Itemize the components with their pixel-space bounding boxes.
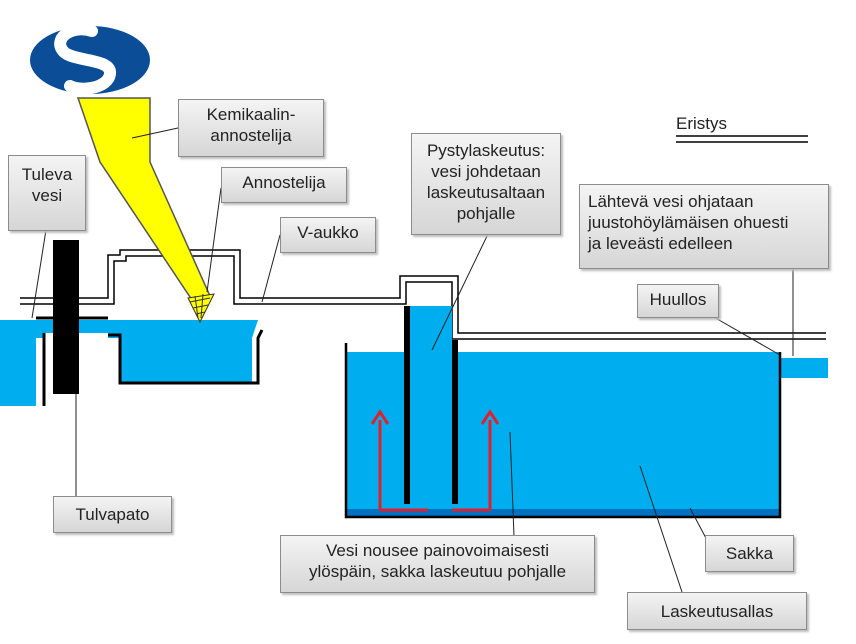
company-logo [30, 23, 150, 95]
label-kemikaalin-annostelija: Kemikaalin- annostelija [178, 99, 324, 157]
label-vesi-nousee: Vesi nousee painovoimaisesti ylöspäin, s… [280, 535, 595, 593]
sludge-layer [346, 509, 780, 516]
label-sakka: Sakka [705, 535, 794, 572]
inlet-channel [0, 316, 264, 406]
legend-eristys: Eristys [676, 114, 727, 133]
flow-arrows [370, 409, 500, 512]
label-laskeutusallas: Laskeutusallas [627, 592, 807, 630]
label-v-aukko: V-aukko [280, 217, 376, 253]
outlet-channel [780, 358, 828, 378]
label-lahteva-vesi: Lähtevä vesi ohjataan juustohöylämäisen … [579, 184, 829, 269]
label-tuleva-vesi: Tuleva vesi [8, 155, 86, 231]
label-huullos: Huullos [637, 284, 719, 318]
insulation-lines [20, 135, 826, 340]
label-pystylaskeutus: Pystylaskeutus: vesi johdetaan laskeutus… [411, 133, 561, 235]
pointer-lines [31, 127, 794, 593]
floodgate [53, 240, 79, 394]
dosing-funnel [76, 97, 215, 324]
label-tulvapato: Tulvapato [53, 496, 172, 533]
label-annostelija: Annostelija [221, 167, 347, 203]
settling-basin [344, 306, 828, 519]
